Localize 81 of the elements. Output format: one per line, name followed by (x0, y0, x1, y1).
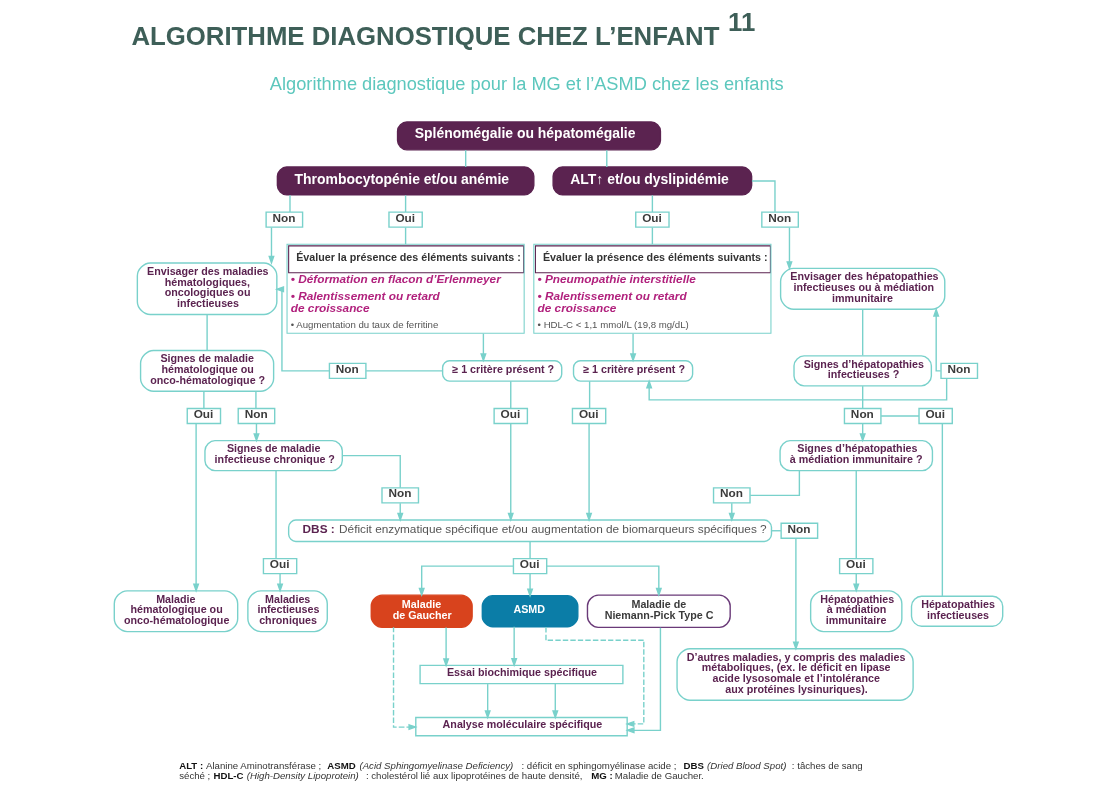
node-box: Non (761, 211, 799, 228)
connector (365, 370, 444, 372)
node-box: Non (843, 407, 882, 425)
node-box: Maladie hématologique ou onco-hématologique (113, 590, 239, 633)
arrow (625, 627, 662, 734)
connector (206, 314, 208, 351)
connector (289, 194, 291, 213)
node-box: Oui (388, 211, 423, 228)
node-box: Oui (635, 211, 670, 228)
label: ALT : Alanine Aminotransférase ; ASMD (Acid Sphingomyelinase Deficiency) : déficit en sphingomyélinase acide ; DBS (Dried Blood Spot) : tâches de sang séché ; HDL-C (High-Density Lipoprotein) : cholestérol lié aux lipoprotéines de haute densité, MG : Maladie de Gaucher. (179, 760, 863, 781)
node-box: Oui (918, 407, 953, 425)
arrow (480, 333, 487, 363)
node-box: Oui (186, 407, 222, 425)
node-box: Maladie de Niemann-Pick Type C (586, 594, 731, 628)
node-box: Non (780, 522, 819, 539)
node-box: Envisager des hépatopathies infectieuses ou à médiation immunitaire (779, 267, 946, 310)
node-box: Non (328, 362, 367, 380)
node-box: Analyse moléculaire spécifique (415, 716, 628, 737)
arrow (585, 422, 593, 522)
node-box: Hépatopathies infectieuses (910, 595, 1004, 627)
connector (341, 454, 401, 489)
connector (751, 180, 776, 213)
arrow (786, 226, 793, 271)
arrow (552, 683, 559, 720)
connector (255, 390, 257, 409)
arrow (418, 565, 514, 598)
arrow (545, 626, 645, 728)
node-box: Hépatopathies à médiation immunitaire (809, 590, 903, 633)
node-box: ≥ 1 critère présent ? (441, 360, 563, 382)
connector (510, 380, 512, 409)
connector (941, 423, 944, 597)
arrow (484, 683, 491, 720)
node-box: ALT↑ et/ou dyslipidémie (552, 166, 753, 196)
connector (203, 390, 205, 409)
node-box: Oui (262, 557, 298, 575)
connector (855, 470, 857, 560)
connector (862, 385, 864, 409)
connector (862, 308, 864, 357)
node-box: Oui (493, 407, 529, 425)
node-box: Splénomégalie ou hépatomégalie (396, 121, 662, 151)
arrow (510, 626, 518, 668)
arrow (629, 333, 637, 363)
arrow (274, 286, 331, 372)
arrow (192, 423, 200, 593)
arrow (392, 626, 418, 731)
node-box: Non (237, 407, 276, 425)
arrow (792, 537, 800, 651)
node-box: Oui (838, 557, 874, 575)
arrow (932, 307, 942, 372)
arrow (546, 565, 663, 598)
node-box: Maladies infectieuses chroniques (247, 590, 328, 633)
connector (275, 470, 277, 560)
node-box: Non (265, 211, 304, 228)
node-box: Non (381, 487, 420, 504)
arrow (645, 377, 948, 401)
node-box: Thrombocytopénie et/ou anémie (276, 166, 535, 196)
node-box: ≥ 1 critère présent ? (572, 360, 694, 382)
connector (588, 380, 591, 409)
arrow (526, 573, 534, 598)
label: Algorithme diagnostique pour la MG et l’ASMD chez les enfants (269, 72, 784, 94)
node-box: Signes de maladie infectieuse chronique ? (204, 439, 343, 472)
node-box: Oui (571, 407, 607, 425)
node-box: Signes d’hépatopathies infectieuses ? (793, 355, 933, 387)
node-box: Signes de maladie hématologique ou onco-hématologique ? (139, 349, 275, 392)
arrow (442, 626, 450, 668)
node-box: ASMD (481, 594, 579, 628)
node-box: Non (712, 487, 751, 504)
node-box: Non (940, 362, 979, 380)
node-box: D’autres maladies, y compris des maladies métaboliques, (ex. le déficit en lipase acide lysosomale et l’intolérance aux protéines lysinuriques). (676, 648, 914, 701)
connector (880, 415, 920, 417)
node-box: Signes d’hépatopathies à médiation immunitaire ? (779, 439, 934, 472)
node-box: Envisager des maladies hématologiques, oncologiques ou infectieuses (136, 262, 278, 316)
arrow (276, 573, 284, 593)
connector (529, 540, 531, 559)
connector (749, 470, 801, 497)
arrow (268, 226, 275, 265)
node-box: Oui (512, 557, 548, 575)
node-box: Essai biochimique spécifique (419, 664, 624, 685)
node-box: DBS : Déficit enzymatique spécifique et/ou augmentation de biomarqueurs spécifiques ? (287, 519, 773, 543)
arrow (507, 422, 514, 522)
node-box: Maladie de Gaucher (370, 594, 473, 628)
